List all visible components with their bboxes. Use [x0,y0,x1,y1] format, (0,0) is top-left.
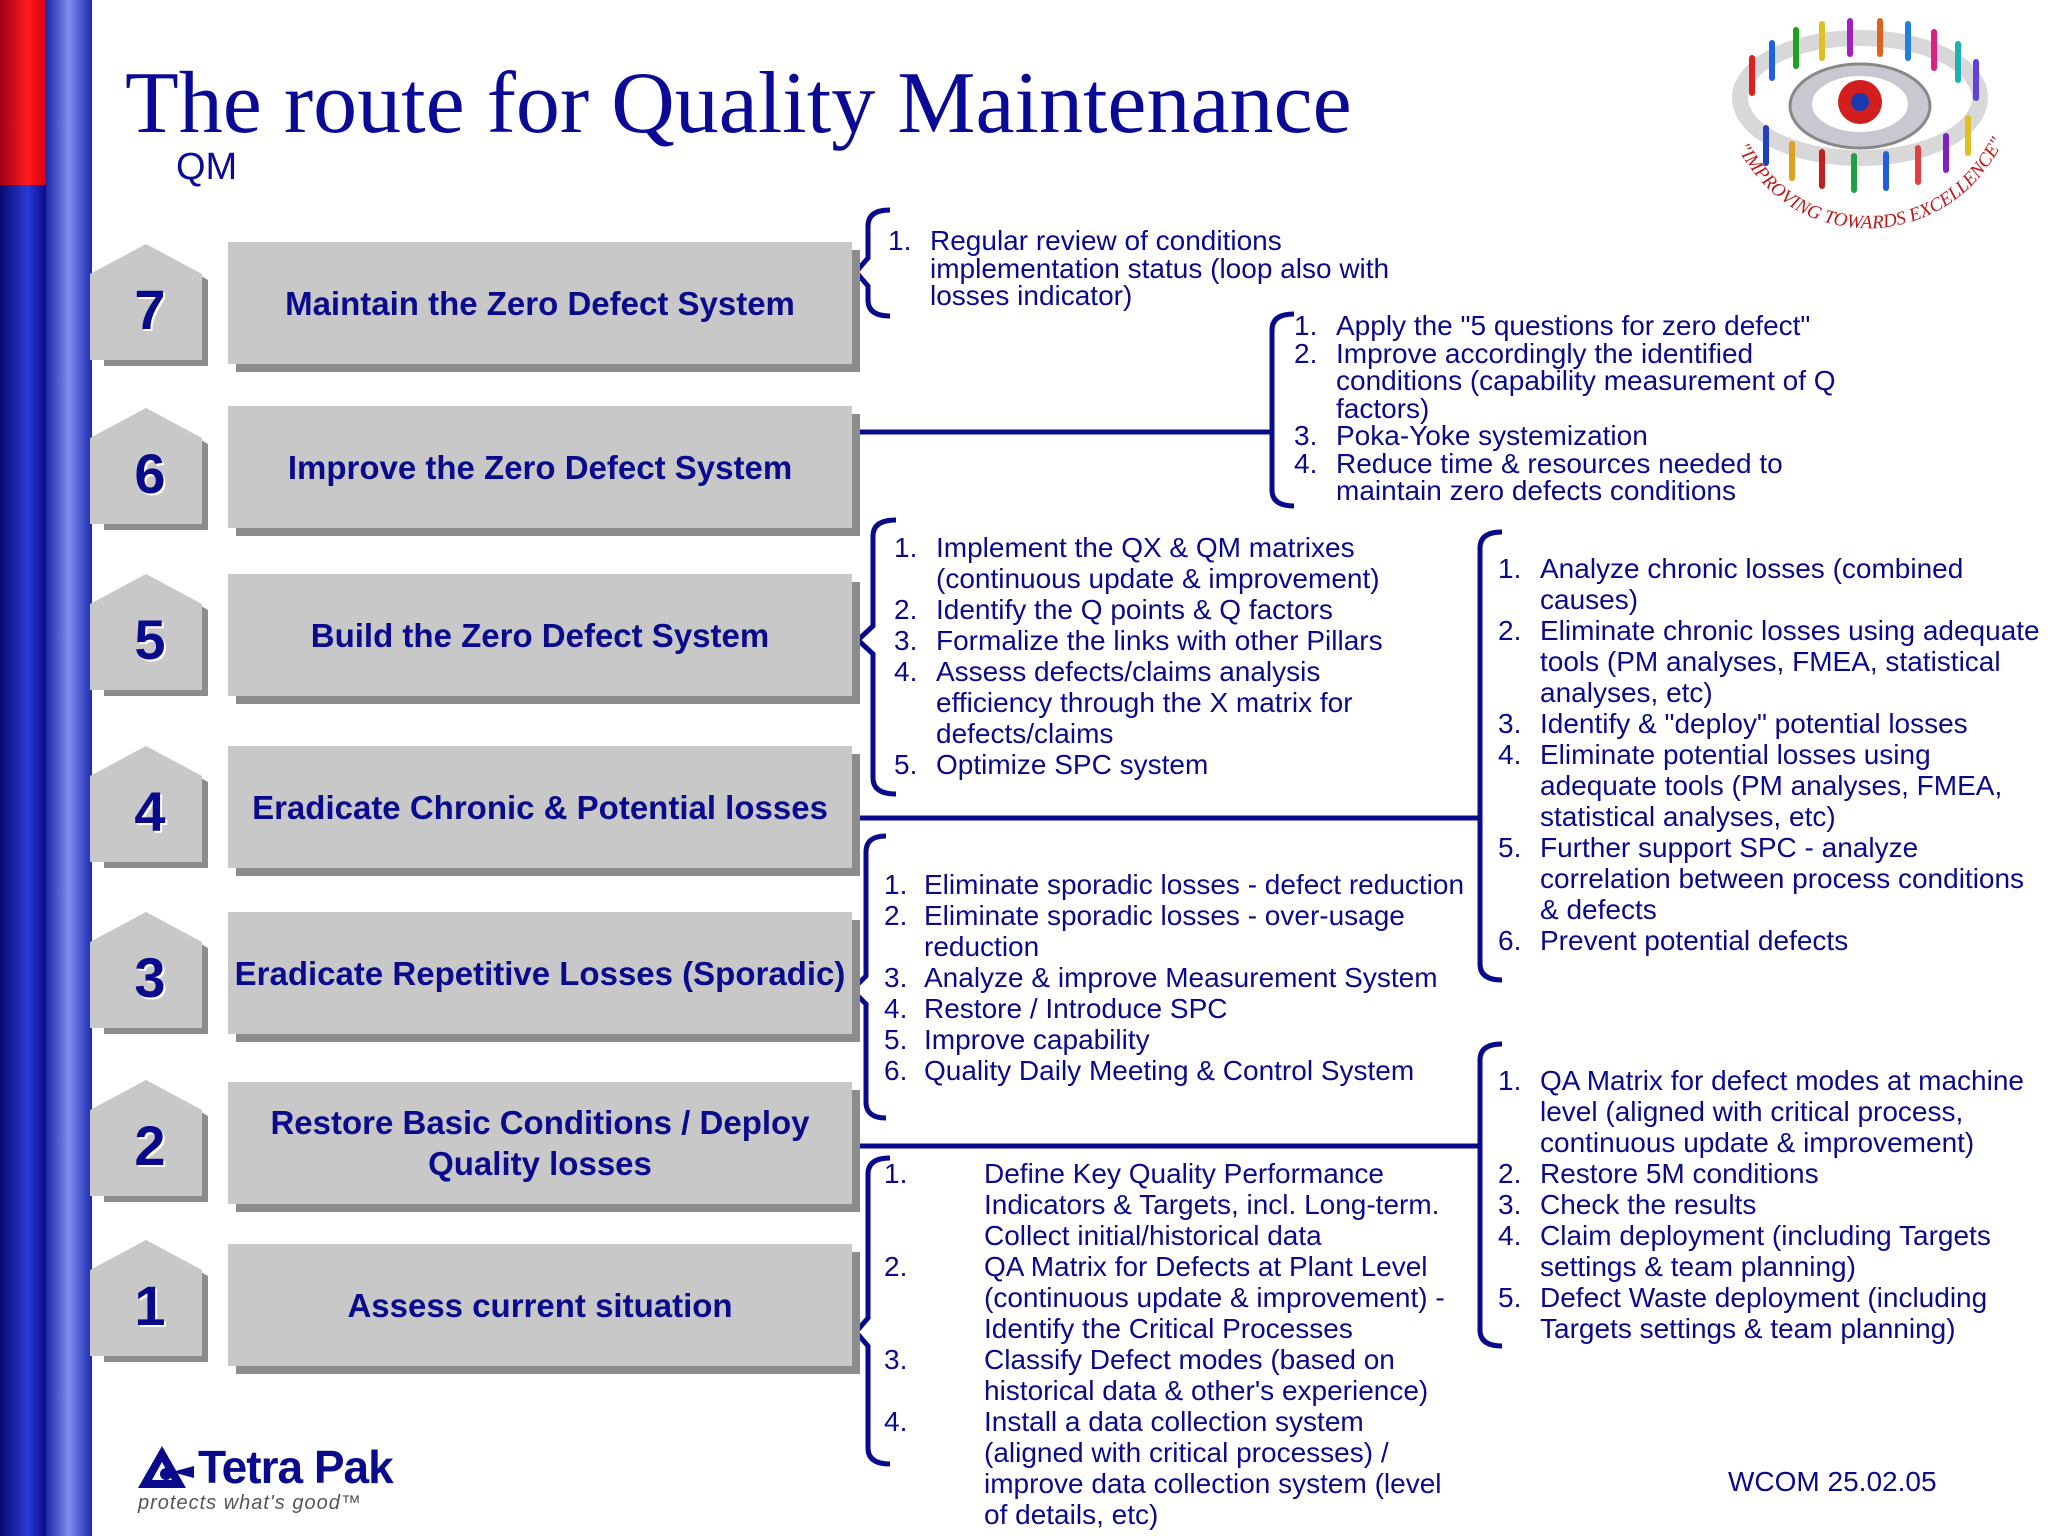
list-item: 2.QA Matrix for Defects at Plant Level (… [884,1251,1445,1344]
step-number-label: 5 [134,608,166,671]
page-subtitle: QM [176,146,238,188]
step-house-shape [90,1240,208,1362]
list-item: 3.Poka-Yoke systemization [1294,420,1648,451]
sidebar-highlight-strip [46,0,92,1536]
list-item: 4.Claim deployment (including Targets se… [1498,1220,1991,1282]
list-item: 4.Install a data collection system (alig… [884,1406,1442,1530]
step-number-label: 1 [134,1274,166,1337]
sidebar-red-bar [0,0,46,185]
step-box-3: Eradicate Repetitive Losses (Sporadic) [228,912,852,1034]
list-item: 5.Optimize SPC system [894,749,1209,780]
step6-action-list: 1.Apply the "5 questions for zero defect… [1294,312,1874,505]
step-number-label: 2 [134,1114,166,1177]
tetra-pak-logo: Tetra Pak protects what's good™ [136,1440,436,1520]
list-item: 1.Eliminate sporadic losses - defect red… [884,869,1465,900]
list-item: 3.Analyze & improve Measurement System [884,962,1438,993]
step1-action-list: 1.Define Key Quality Performance Indicat… [884,1158,1464,1530]
list-item: 2.Improve accordingly the identified con… [1294,337,1836,424]
list-item: 1.Apply the "5 questions for zero defect… [1294,310,1811,341]
list-item: 1.Regular review of conditions implement… [888,225,1390,311]
list-item: 2.Identify the Q points & Q factors [894,594,1333,625]
step-house-shape [90,244,208,366]
improving-towards-excellence-emblem: "IMPROVING TOWARDS EXCELLENCE" [1710,18,2016,238]
step-box-6: Improve the Zero Defect System [228,406,852,528]
list-item: 2.Eliminate chronic losses using adequat… [1498,615,2040,708]
page-title: The route for Quality Maintenance [125,55,1352,152]
step-number-5: 5 [90,574,210,696]
list-item: 3.Identify & "deploy" potential losses [1498,708,1968,739]
list-item: 6.Quality Daily Meeting & Control System [884,1055,1415,1086]
step-house-shape [90,574,208,696]
emblem-graphic: "IMPROVING TOWARDS EXCELLENCE" [1732,18,2008,233]
step-house-shape [90,1080,208,1202]
step5-action-list: 1.Implement the QX & QM matrixes (contin… [894,532,1434,780]
list-item: 6.Prevent potential defects [1498,925,1849,956]
step-box-2: Restore Basic Conditions / Deploy Qualit… [228,1082,852,1204]
list-item: 3.Classify Defect modes (based on histor… [884,1344,1429,1406]
step2-action-list: 1.QA Matrix for defect modes at machine … [1498,1065,2048,1344]
sidebar-decoration [0,0,92,1536]
step-number-label: 4 [134,780,166,843]
footer-code: WCOM 25.02.05 [1728,1466,1937,1497]
step-number-6: 6 [90,408,210,530]
step-house-shape [90,746,208,868]
tetra-pak-icon [138,1446,194,1488]
list-item: 3.Check the results [1498,1189,1757,1220]
list-item: 5.Improve capability [884,1024,1150,1055]
step-box-1: Assess current situation [228,1244,852,1366]
step-house-shape [90,408,208,530]
list-item: 1.QA Matrix for defect modes at machine … [1498,1065,2024,1158]
list-item: 1.Implement the QX & QM matrixes (contin… [894,532,1380,594]
step-number-3: 3 [90,912,210,1034]
step-number-label: 3 [134,946,166,1009]
list-item: 4.Eliminate potential losses using adequ… [1498,739,2003,832]
step-box-5: Build the Zero Defect System [228,574,852,696]
step4-action-list: 1.Analyze chronic losses (combined cause… [1498,553,2048,956]
step-number-1: 1 [90,1240,210,1362]
step-house-shape [90,912,208,1034]
step-box-4: Eradicate Chronic & Potential losses [228,746,852,868]
step-number-4: 4 [90,746,210,868]
step-box-7: Maintain the Zero Defect System [228,242,852,364]
step-number-label: 6 [134,442,166,505]
list-item: 2.Eliminate sporadic losses - over-usage… [884,900,1405,962]
list-item: 5.Defect Waste deployment (including Tar… [1498,1282,1988,1344]
step-number-2: 2 [90,1080,210,1202]
step-number-7: 7 [90,244,210,366]
list-item: 1.Analyze chronic losses (combined cause… [1498,553,1964,615]
list-item: 4.Reduce time & resources needed to main… [1294,447,1783,506]
list-item: 2.Restore 5M conditions [1498,1158,1819,1189]
list-item: 4.Restore / Introduce SPC [884,993,1228,1024]
list-item: 5.Further support SPC - analyze correlat… [1498,832,2025,925]
tetra-pak-tagline: protects what's good™ [138,1492,362,1514]
step-number-label: 7 [134,278,166,341]
list-item: 3.Formalize the links with other Pillars [894,625,1383,656]
step3-action-list: 1.Eliminate sporadic losses - defect red… [884,869,1484,1086]
list-item: 1.Define Key Quality Performance Indicat… [884,1158,1440,1251]
tetra-pak-wordmark: Tetra Pak [198,1441,394,1493]
sidebar-blue-bar [0,185,46,1536]
step7-action-list: 1.Regular review of conditions implement… [888,227,1408,310]
list-item: 4.Assess defects/claims analysis efficie… [894,656,1353,749]
